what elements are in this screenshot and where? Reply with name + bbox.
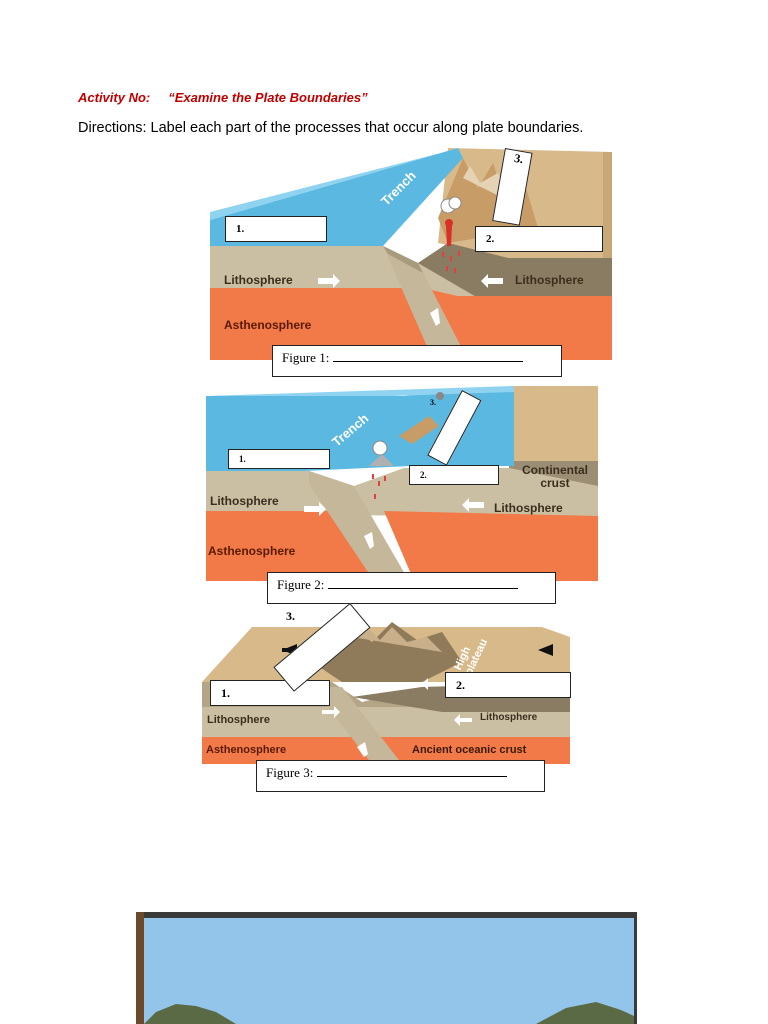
ancient-oceanic-crust-label: Ancient oceanic crust (412, 744, 527, 756)
figure-2-label-3-number: 3. (430, 398, 436, 407)
figure-1-answer-line[interactable] (332, 351, 523, 362)
figure-3-label-box-1[interactable]: 1. (210, 680, 330, 706)
lithosphere-left-label-3: Lithosphere (207, 714, 270, 726)
figure-3-caption-label: Figure 3: (266, 765, 314, 780)
asthenosphere-label: Asthenosphere (224, 318, 312, 332)
lithosphere-right-label: Lithosphere (515, 273, 584, 287)
lithosphere-left-label-2: Lithosphere (210, 494, 279, 508)
figure-2-caption[interactable]: Figure 2: (267, 572, 556, 604)
directions-text: Directions: Label each part of the proce… (78, 120, 584, 136)
asthenosphere-label-3: Asthenosphere (206, 744, 287, 756)
figure-2-diagram: Trench Lithosphere Lithosphere Asthenosp… (204, 386, 598, 581)
figure-1-caption[interactable]: Figure 1: (272, 345, 562, 377)
figure-2-label-box-2[interactable]: 2. (409, 465, 499, 485)
figure-4-partial-diagram (136, 912, 637, 1024)
lithosphere-left-label: Lithosphere (224, 273, 293, 287)
figure-3-label-box-2[interactable]: 2. (445, 672, 571, 698)
figure-3-caption[interactable]: Figure 3: (256, 760, 545, 792)
continental-crust-line-1: Continental (522, 463, 588, 477)
lithosphere-right-label-3: Lithosphere (480, 712, 538, 723)
figure-1-label-box-1[interactable]: 1. (225, 216, 327, 242)
lithosphere-right-label-2: Lithosphere (494, 501, 563, 515)
figure-1-diagram: Trench Lithosphere Lithosphere Asthenosp… (208, 148, 612, 360)
figure-2-answer-line[interactable] (327, 578, 518, 589)
activity-title: “Examine the Plate Boundaries” (168, 90, 368, 105)
activity-label: Activity No: (78, 90, 151, 105)
figure-1-label-box-2[interactable]: 2. (475, 226, 603, 252)
activity-heading: Activity No: “Examine the Plate Boundarie… (78, 90, 368, 105)
continental-crust-line-2: crust (540, 476, 570, 490)
figure-3-label-3-number: 3. (286, 609, 295, 623)
figure-2-label-box-1[interactable]: 1. (228, 449, 330, 469)
continental-crust-label: Continental crust (512, 464, 598, 490)
figure-1-caption-label: Figure 1: (282, 350, 330, 365)
asthenosphere-label-2: Asthenosphere (208, 544, 296, 558)
figure-2-caption-label: Figure 2: (277, 577, 325, 592)
figure-3-answer-line[interactable] (316, 766, 507, 777)
